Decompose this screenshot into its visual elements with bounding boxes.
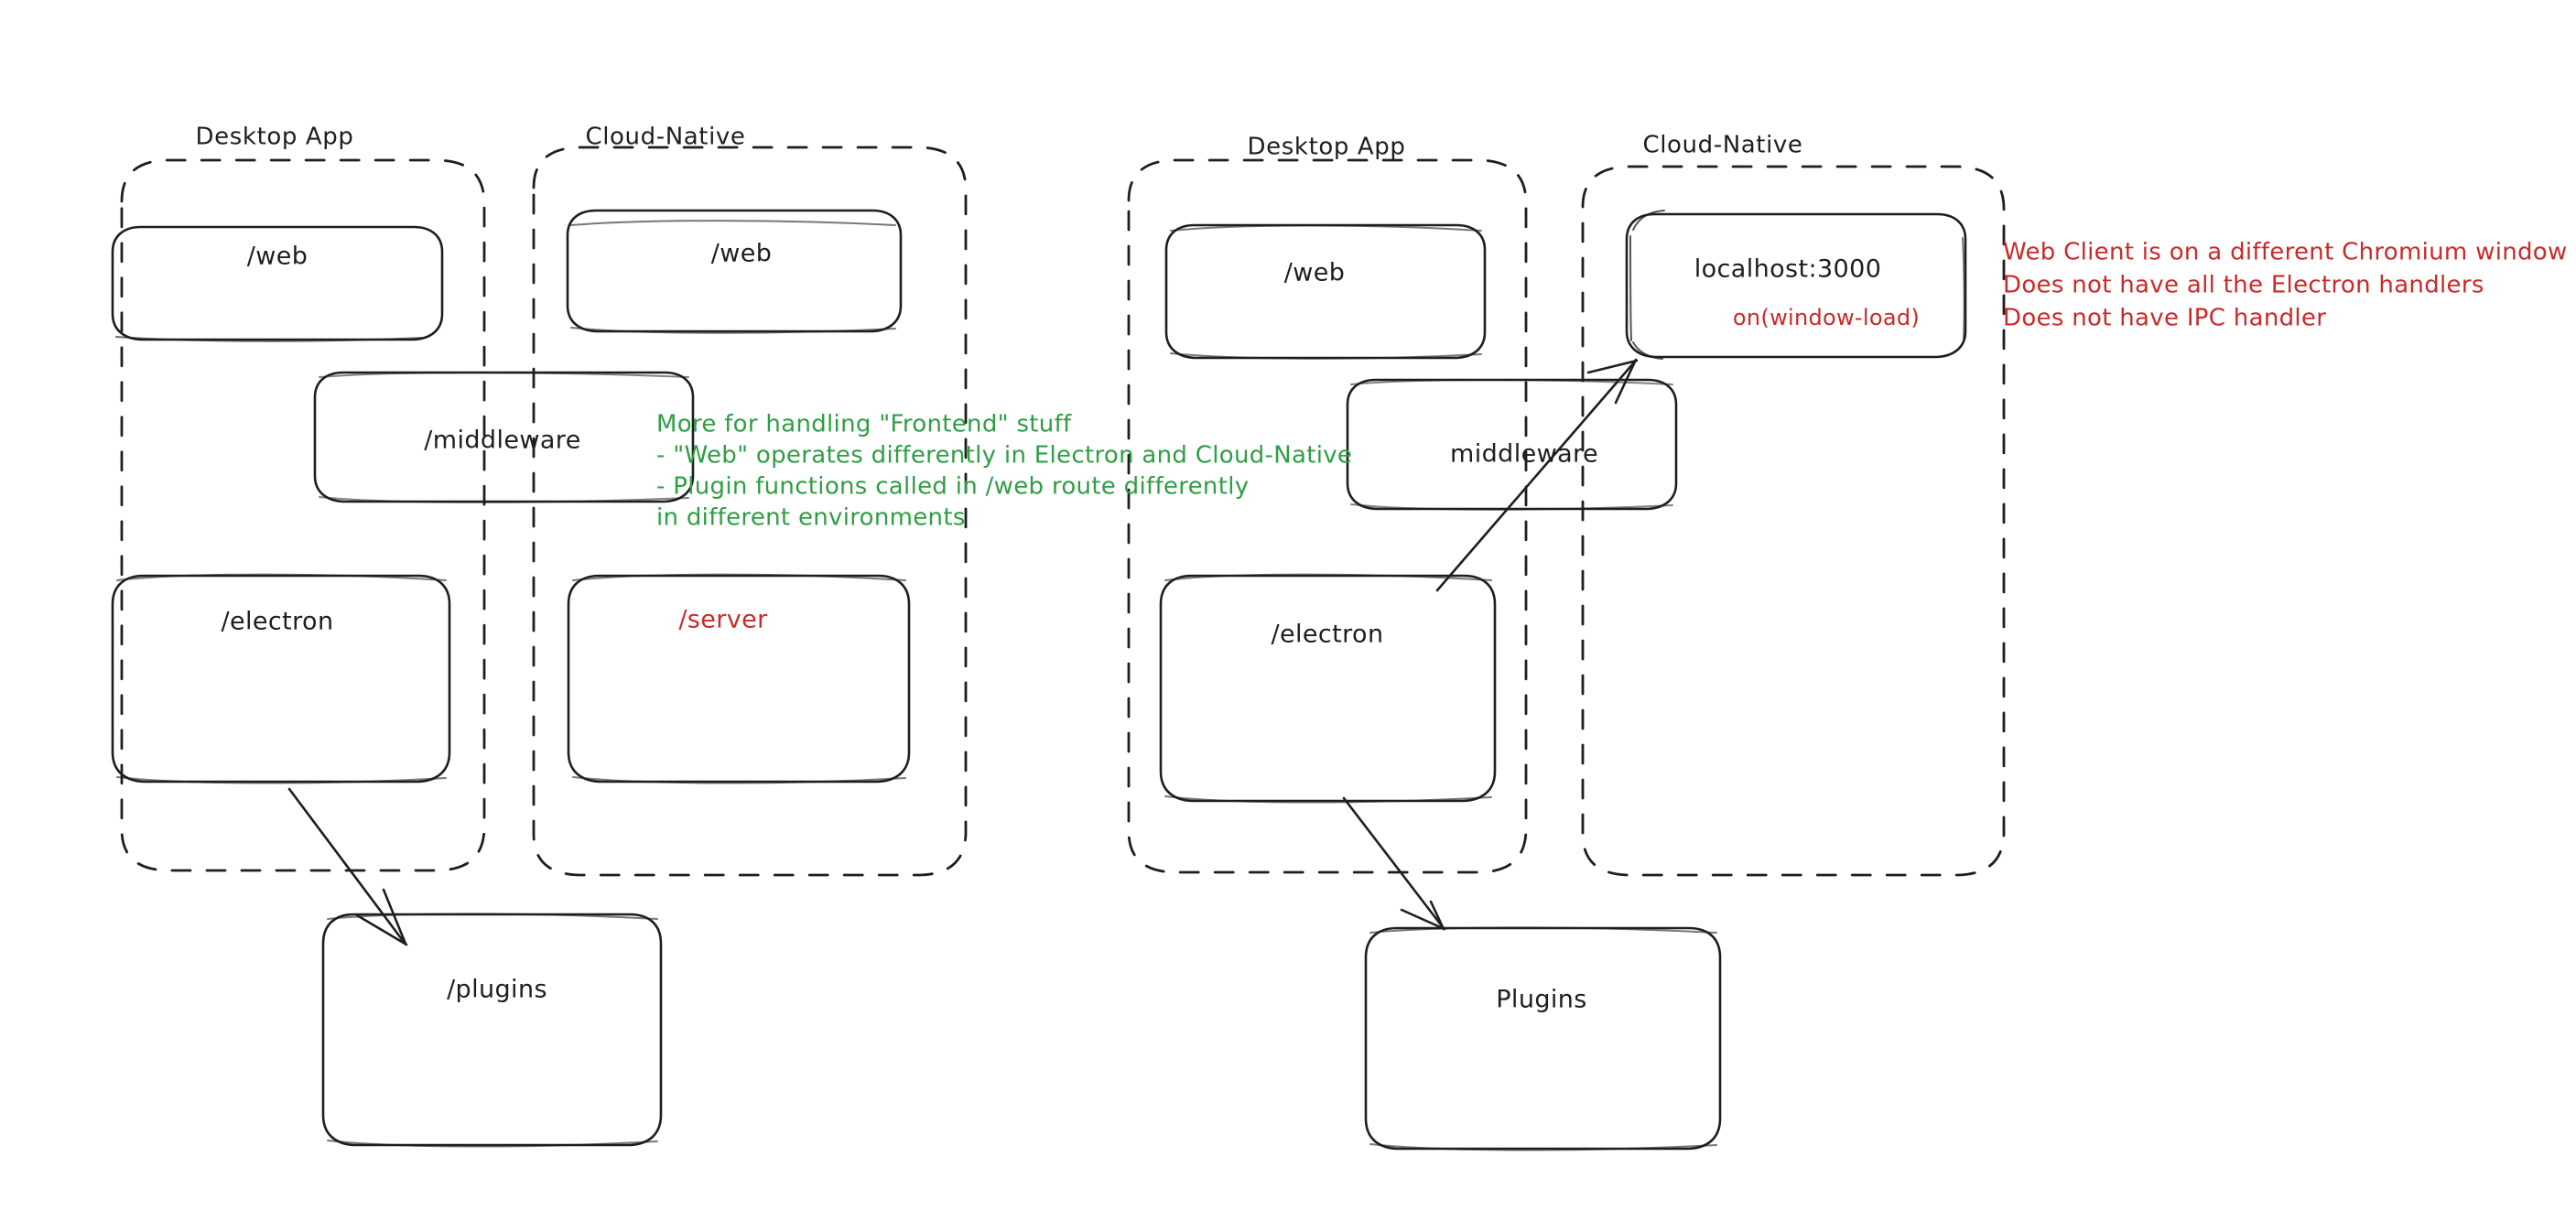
annotation-right-red-note: Web Client is on a different Chromium wi… bbox=[2003, 239, 2568, 332]
arrow-right-electron-to-plugins bbox=[1342, 796, 1446, 931]
arrow-left-electron-to-plugins bbox=[287, 787, 408, 946]
node-left-middleware[interactable] bbox=[313, 371, 695, 503]
node-left-desktop-electron[interactable] bbox=[111, 573, 451, 784]
group-right-cloud-native[interactable] bbox=[1581, 165, 2006, 877]
green-note-line-4: in different environments bbox=[656, 504, 966, 532]
red-note-line-3: Does not have IPC handler bbox=[2003, 305, 2326, 332]
node-right-localhost[interactable] bbox=[1625, 210, 1967, 360]
node-label-right-desktop-electron: /electron bbox=[1272, 621, 1384, 649]
node-right-middleware[interactable] bbox=[1346, 378, 1678, 511]
node-label-right-middleware: middleware bbox=[1450, 440, 1598, 469]
node-left-plugins[interactable] bbox=[321, 913, 663, 1148]
red-note-line-2: Does not have all the Electron handlers bbox=[2003, 272, 2484, 299]
node-left-cloud-server[interactable] bbox=[567, 573, 911, 784]
green-note-line-3: - Plugin functions called in /web route … bbox=[656, 473, 1249, 501]
green-note-line-1: More for handling "Frontend" stuff bbox=[656, 411, 1072, 438]
node-label-right-desktop-web: /web bbox=[1284, 259, 1346, 287]
node-right-plugins[interactable] bbox=[1364, 926, 1722, 1151]
node-left-desktop-web[interactable] bbox=[111, 225, 444, 342]
group-right-desktop-app[interactable] bbox=[1127, 158, 1528, 874]
red-note-line-1: Web Client is on a different Chromium wi… bbox=[2003, 239, 2568, 266]
node-label-left-desktop-electron: /electron bbox=[222, 608, 334, 636]
node-label-right-localhost: localhost:3000 bbox=[1694, 255, 1882, 284]
node-label-right-plugins: Plugins bbox=[1496, 986, 1587, 1014]
group-left-cloud-native[interactable] bbox=[532, 146, 968, 877]
node-label-left-desktop-web: /web bbox=[247, 243, 308, 271]
group-label-right-desktop-app: Desktop App bbox=[1248, 134, 1406, 161]
node-right-desktop-web[interactable] bbox=[1164, 223, 1487, 360]
node-label-left-cloud-server: /server bbox=[678, 606, 768, 634]
node-right-desktop-electron[interactable] bbox=[1159, 573, 1497, 804]
node-left-cloud-web[interactable] bbox=[566, 209, 903, 334]
sub-label-right-localhost-onload: on(window-load) bbox=[1733, 305, 1920, 330]
group-label-left-desktop-app: Desktop App bbox=[196, 124, 354, 151]
group-left-desktop-app[interactable] bbox=[120, 158, 486, 872]
group-label-left-cloud-native: Cloud-Native bbox=[585, 124, 745, 151]
node-label-left-plugins: /plugins bbox=[447, 976, 547, 1004]
green-note-line-2: - "Web" operates differently in Electron… bbox=[656, 442, 1352, 470]
annotation-left-green-note: More for handling "Frontend" stuff - "We… bbox=[656, 411, 1352, 532]
node-label-left-middleware: /middleware bbox=[424, 427, 580, 455]
node-label-left-cloud-web: /web bbox=[711, 240, 773, 268]
group-label-right-cloud-native: Cloud-Native bbox=[1642, 132, 1802, 159]
arrow-right-electron-to-localhost bbox=[1435, 358, 1639, 592]
